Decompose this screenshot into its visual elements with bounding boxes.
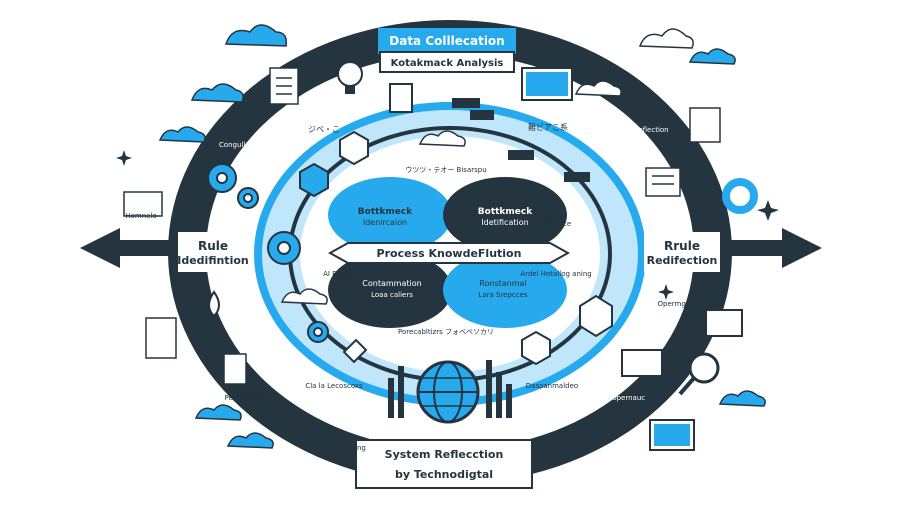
subtitle-box [379, 51, 515, 73]
lobe-ur-line1: Bottkmeck [478, 207, 533, 217]
monitor-screen [526, 72, 690, 446]
lobe-upper-right [443, 177, 567, 253]
lobe-ur-line2: Idetification [481, 218, 528, 227]
center-title: Process KnowdeFlution [377, 247, 522, 260]
lobe-ul-line1: Bottkmeck [358, 207, 413, 217]
cloud-icon [158, 24, 766, 449]
inner-label-bottom: Porecabltizrs フォベベソカリ [398, 328, 494, 336]
banner-title: Data Colllecation [389, 34, 504, 48]
ring-label-right-low: Opermgiste [658, 300, 699, 308]
magnifier-icon [678, 352, 720, 396]
inner-label-top: ウツツ・テオー Bisarspu [405, 166, 486, 174]
ring-label-bottom-right: Contannation opernauc [563, 394, 645, 402]
pen-icon [342, 83, 413, 364]
inner-label-top-right: 難ビアこ系 [528, 122, 568, 132]
star-icon [116, 150, 779, 300]
inner-label-left: AI Fining [323, 270, 353, 278]
lobe-lower-right [443, 252, 567, 328]
lobe-ll-line1: Contammation [362, 279, 421, 288]
lightbulb-icon [337, 61, 363, 94]
lobe-lr-line1: Ronstanmal [479, 279, 526, 288]
bottom-title: System Reflecction [385, 448, 504, 461]
right-label-box [644, 232, 720, 272]
gear-icon [207, 163, 329, 343]
right-label-line2: Redifection [647, 254, 718, 267]
checklist-icon [123, 67, 721, 385]
banner-subtitle: Kotakmack Analysis [391, 58, 504, 69]
donut-icon [722, 178, 758, 214]
inner-label-bottom-left: Cla la Lecoscoxs [305, 382, 363, 390]
left-label-line1: Rule [198, 239, 228, 253]
right-label-line1: Rrule [664, 239, 700, 253]
bottom-label-box [355, 439, 533, 489]
bottom-byline: by Technodigtal [395, 468, 493, 481]
ring-label-bottom-left: AI Finiing [334, 444, 366, 452]
ring-label-top-left: Congulle Mining [219, 141, 275, 149]
inner-label-right: Ardel Hotallog aning [520, 270, 591, 278]
ring-label-left-low: Pefrimeoes [225, 394, 264, 402]
left-label-box [178, 232, 248, 272]
lobe-lower-left [328, 252, 452, 328]
left-label-line2: Idedifintion [177, 254, 248, 267]
building-icon [645, 167, 681, 197]
top-banner [378, 28, 516, 54]
cube-icon [299, 130, 613, 366]
inner-label-bottom-right: Dasoanmaldeo [526, 382, 578, 390]
server-icon [452, 98, 590, 182]
lobe-lr-line2: Lara Srepcces [478, 291, 528, 299]
globe-icon [416, 360, 480, 424]
left-arrow-head [80, 228, 120, 268]
center-arrow [327, 242, 571, 264]
lobe-ll-line2: Loaa caliers [371, 291, 413, 299]
lobe-upper-left [328, 177, 452, 253]
right-arrow-head [782, 228, 822, 268]
droplet-icon [208, 290, 220, 318]
bar-chart-icon [388, 360, 512, 418]
inner-label-top-left: ジベ・こ [308, 125, 340, 134]
inner-label-by: by Solapce [533, 220, 571, 228]
ring-label-left-mid: Homnelo [125, 212, 156, 220]
lobe-ul-line2: Idenircaion [363, 218, 407, 227]
ring-label-top-right: Systenn Reflection [603, 126, 668, 134]
